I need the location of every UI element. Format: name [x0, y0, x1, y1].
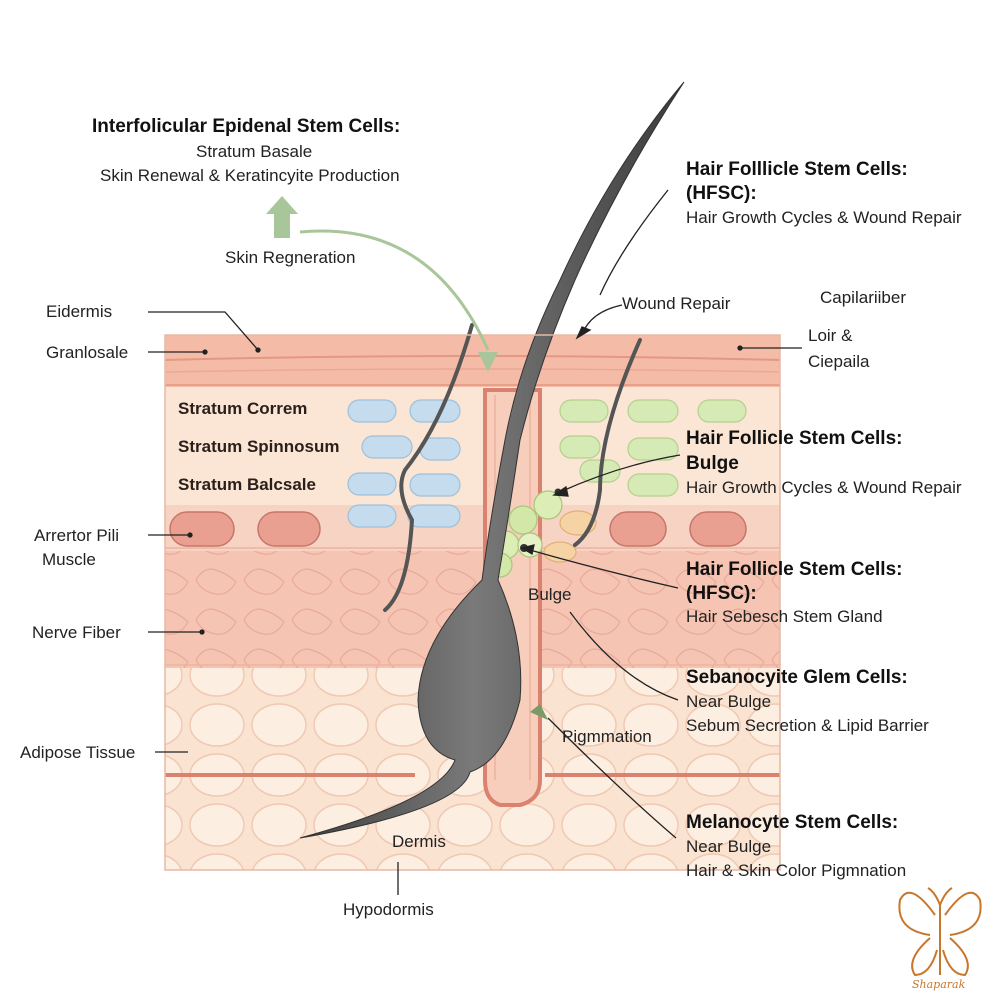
adipose-tissue-label: Adipose Tissue [20, 743, 136, 762]
shaparak-logo [898, 887, 982, 977]
bulge-label: Bulge [528, 585, 572, 604]
stratum-corneum-label: Stratum Correm [178, 399, 308, 418]
leader-lines [148, 189, 802, 895]
arrector-pili-label: Arrertor Pili [34, 526, 120, 545]
stratum-basale-label: Stratum Balcsale [178, 475, 316, 494]
pigmentation-label: Pigmmation [562, 727, 652, 746]
stratum-spinosum-label: Stratum Spinnosum [178, 437, 340, 456]
melanocyte-title: Melanocyte Stem Cells: [686, 812, 899, 833]
hfsc-top-function: Hair Growth Cycles & Wound Repair [686, 208, 962, 227]
epidermis-label: Eidermis [46, 302, 113, 321]
interfollicular-function: Skin Renewal & Keratincyite Production [100, 166, 400, 185]
hfsc-bulge-title: Hair Follicle Stem Cells: [686, 428, 903, 449]
pigmentation-arrow-head [530, 704, 548, 720]
melanocyte-location: Near Bulge [686, 837, 772, 856]
sebanocyte-location: Near Bulge [686, 692, 772, 711]
hfsc-top-title: Hair Folllicle Stem Cells: [686, 159, 908, 180]
ciepaila-label: Ciepaila [808, 352, 870, 371]
stem-cells-right [559, 399, 747, 497]
arrector-muscle-label: Muscle [42, 550, 96, 569]
granulosale-label: Granlosale [46, 343, 129, 362]
watermark-text: Shaparak [912, 978, 966, 991]
hfsc-gland-abbrev: (HFSC): [686, 583, 757, 604]
bulge-stem-cell-cluster [487, 488, 597, 578]
interfollicular-location: Stratum Basale [196, 142, 313, 161]
skin-regeneration-label: Skin Regneration [225, 248, 356, 267]
interfollicular-title: Interfolicular Epidenal Stem Cells: [92, 116, 401, 137]
skin-surface [165, 335, 780, 387]
hfsc-bulge-sub: Bulge [686, 453, 739, 474]
hypodermis-label: Hypodormis [343, 900, 434, 919]
arrector-muscle-bundles [169, 511, 747, 547]
nerve-fiber-label: Nerve Fiber [32, 623, 121, 642]
melanocyte-function: Hair & Skin Color Pigmnation [686, 861, 907, 880]
dermis-label: Dermis [392, 832, 446, 851]
sebanocyte-title: Sebanocyite Glem Cells: [686, 667, 908, 688]
secondary-hair-left [383, 323, 474, 612]
hfsc-gland-function: Hair Sebesch Stem Gland [686, 607, 883, 626]
muscle-band [165, 503, 780, 551]
loir-label: Loir & [808, 326, 853, 345]
hfsc-gland-title: Hair Follicle Stem Cells: [686, 559, 903, 580]
main-hair-shaft [299, 81, 685, 839]
skin-regeneration-arrow [266, 196, 498, 372]
hfsc-bulge-function: Hair Growth Cycles & Wound Repair [686, 478, 962, 497]
basal-cells-left [347, 399, 461, 528]
wound-repair-label: Wound Repair [622, 294, 731, 313]
capillary-label: Capilariiber [820, 288, 906, 307]
sebanocyte-function: Sebum Secretion & Lipid Barrier [686, 716, 929, 735]
hfsc-top-abbrev: (HFSC): [686, 183, 757, 204]
